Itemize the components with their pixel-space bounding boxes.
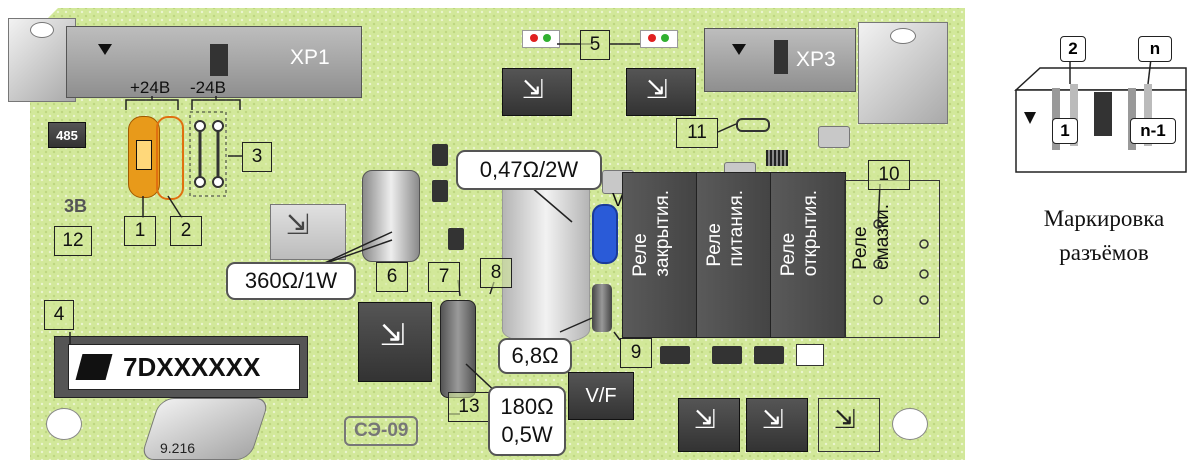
chip-485-label: 485 [56,127,78,143]
value-r180: 180Ω 0,5W [488,386,566,456]
wire-link-11 [736,118,770,132]
tag-4: 4 [44,300,74,330]
smd-transistor [712,346,742,364]
led-green-icon [661,34,669,42]
connector-key [210,44,228,76]
transistor-outline [796,344,824,366]
voltage-plus-label: +24B [130,78,171,97]
varistor-v [592,204,618,264]
tag-7: 7 [428,262,460,292]
value-r68: 6,8Ω [498,338,572,374]
legend-caption: Маркировка разъёмов [1016,202,1192,270]
tag-11: 11 [676,118,718,148]
display-text: 7DXXXXXX [123,351,261,382]
diode-arrows-icon: ⇲ [522,74,544,104]
diode-arrows-icon: ⇲ [834,404,856,434]
tag-1: 1 [124,216,156,246]
mounting-hole-icon [890,28,916,44]
diode-arrows-icon: ⇲ [646,74,668,104]
vf-chip: V/F [568,372,634,420]
smd-capacitor [818,126,850,148]
value-r180-line1: 180Ω [500,394,554,419]
board-hole-icon [892,408,928,440]
tag-12: 12 [54,226,92,256]
led-red-icon [530,34,538,42]
smd-transistor [660,346,690,364]
connector-key [774,40,788,74]
chip-485: 485 [48,122,86,148]
value-r180-line2: 0,5W [501,422,553,447]
tag-13: 13 [448,392,490,422]
diode-arrows-icon: ⇲ [694,404,716,434]
optocoupler-top-left [502,68,572,116]
capacitor-8 [502,174,590,344]
connector-marking-diagram [1014,49,1187,173]
smd-inductor [766,150,788,166]
tag-5: 5 [580,30,610,60]
se09-label: СЭ-09 [344,416,419,446]
voltage-brackets [125,96,241,110]
tag-8: 8 [480,258,512,288]
legend-pin-n-1: n-1 [1130,118,1176,144]
optocoupler-bottom-1 [678,398,740,452]
resistor-9 [592,284,612,332]
jumper-3 [189,111,227,197]
display-panel: 7DXXXXXX [68,344,300,390]
led-green-icon [543,34,551,42]
connector-xp3-label: XP3 [796,48,836,71]
voltage-minus-label: -24B [190,78,226,97]
smd-transistor [432,144,448,166]
optocoupler-left [270,204,346,260]
tag-3: 3 [242,142,272,172]
value-r047: 0,47Ω/2W [456,150,602,190]
legend-pin-n: n [1138,36,1172,62]
diode-arrows-icon: ⇲ [380,319,406,352]
tag-6: 6 [376,262,408,292]
tag-10: 10 [868,160,910,190]
pin1-triangle-icon [98,44,112,55]
tag-2: 2 [170,216,202,246]
smd-transistor [754,346,784,364]
optocoupler-bottom-3 [818,398,880,452]
relay-otkrytiya [770,172,846,338]
legend-caption-line1: Маркировка [1043,206,1165,231]
mounting-hole-icon [30,22,54,38]
relay-pitaniya [696,172,772,338]
legend-caption-line2: разъёмов [1059,240,1149,265]
legend-pin-1: 1 [1052,118,1078,144]
relay-zakrytiya [622,172,698,338]
optocoupler-top-right [626,68,696,116]
varistor-label: V [612,190,625,210]
value-r360: 360Ω/1W [226,262,356,300]
optocoupler-bottom-left [358,302,432,382]
board-hole-icon [46,408,82,440]
smd-transistor [432,180,448,202]
connector-xp1-label: XP1 [290,46,330,69]
optocoupler-symbol-icon: ⇲ [286,209,310,240]
crystal-label: 9.216 [160,440,196,456]
label-3b: 3B [64,196,88,216]
relay-smazki [844,180,940,338]
legend-pin-2: 2 [1060,36,1086,62]
optocoupler-bottom-2 [746,398,808,452]
led-red-icon [648,34,656,42]
vf-label: V/F [585,384,617,407]
smd-transistor [448,228,464,250]
pin1-triangle-icon [732,44,746,55]
diode-arrows-icon: ⇲ [762,404,784,434]
resistor-7 [440,300,476,398]
tag-9: 9 [620,338,652,368]
fuse-body [136,140,152,170]
